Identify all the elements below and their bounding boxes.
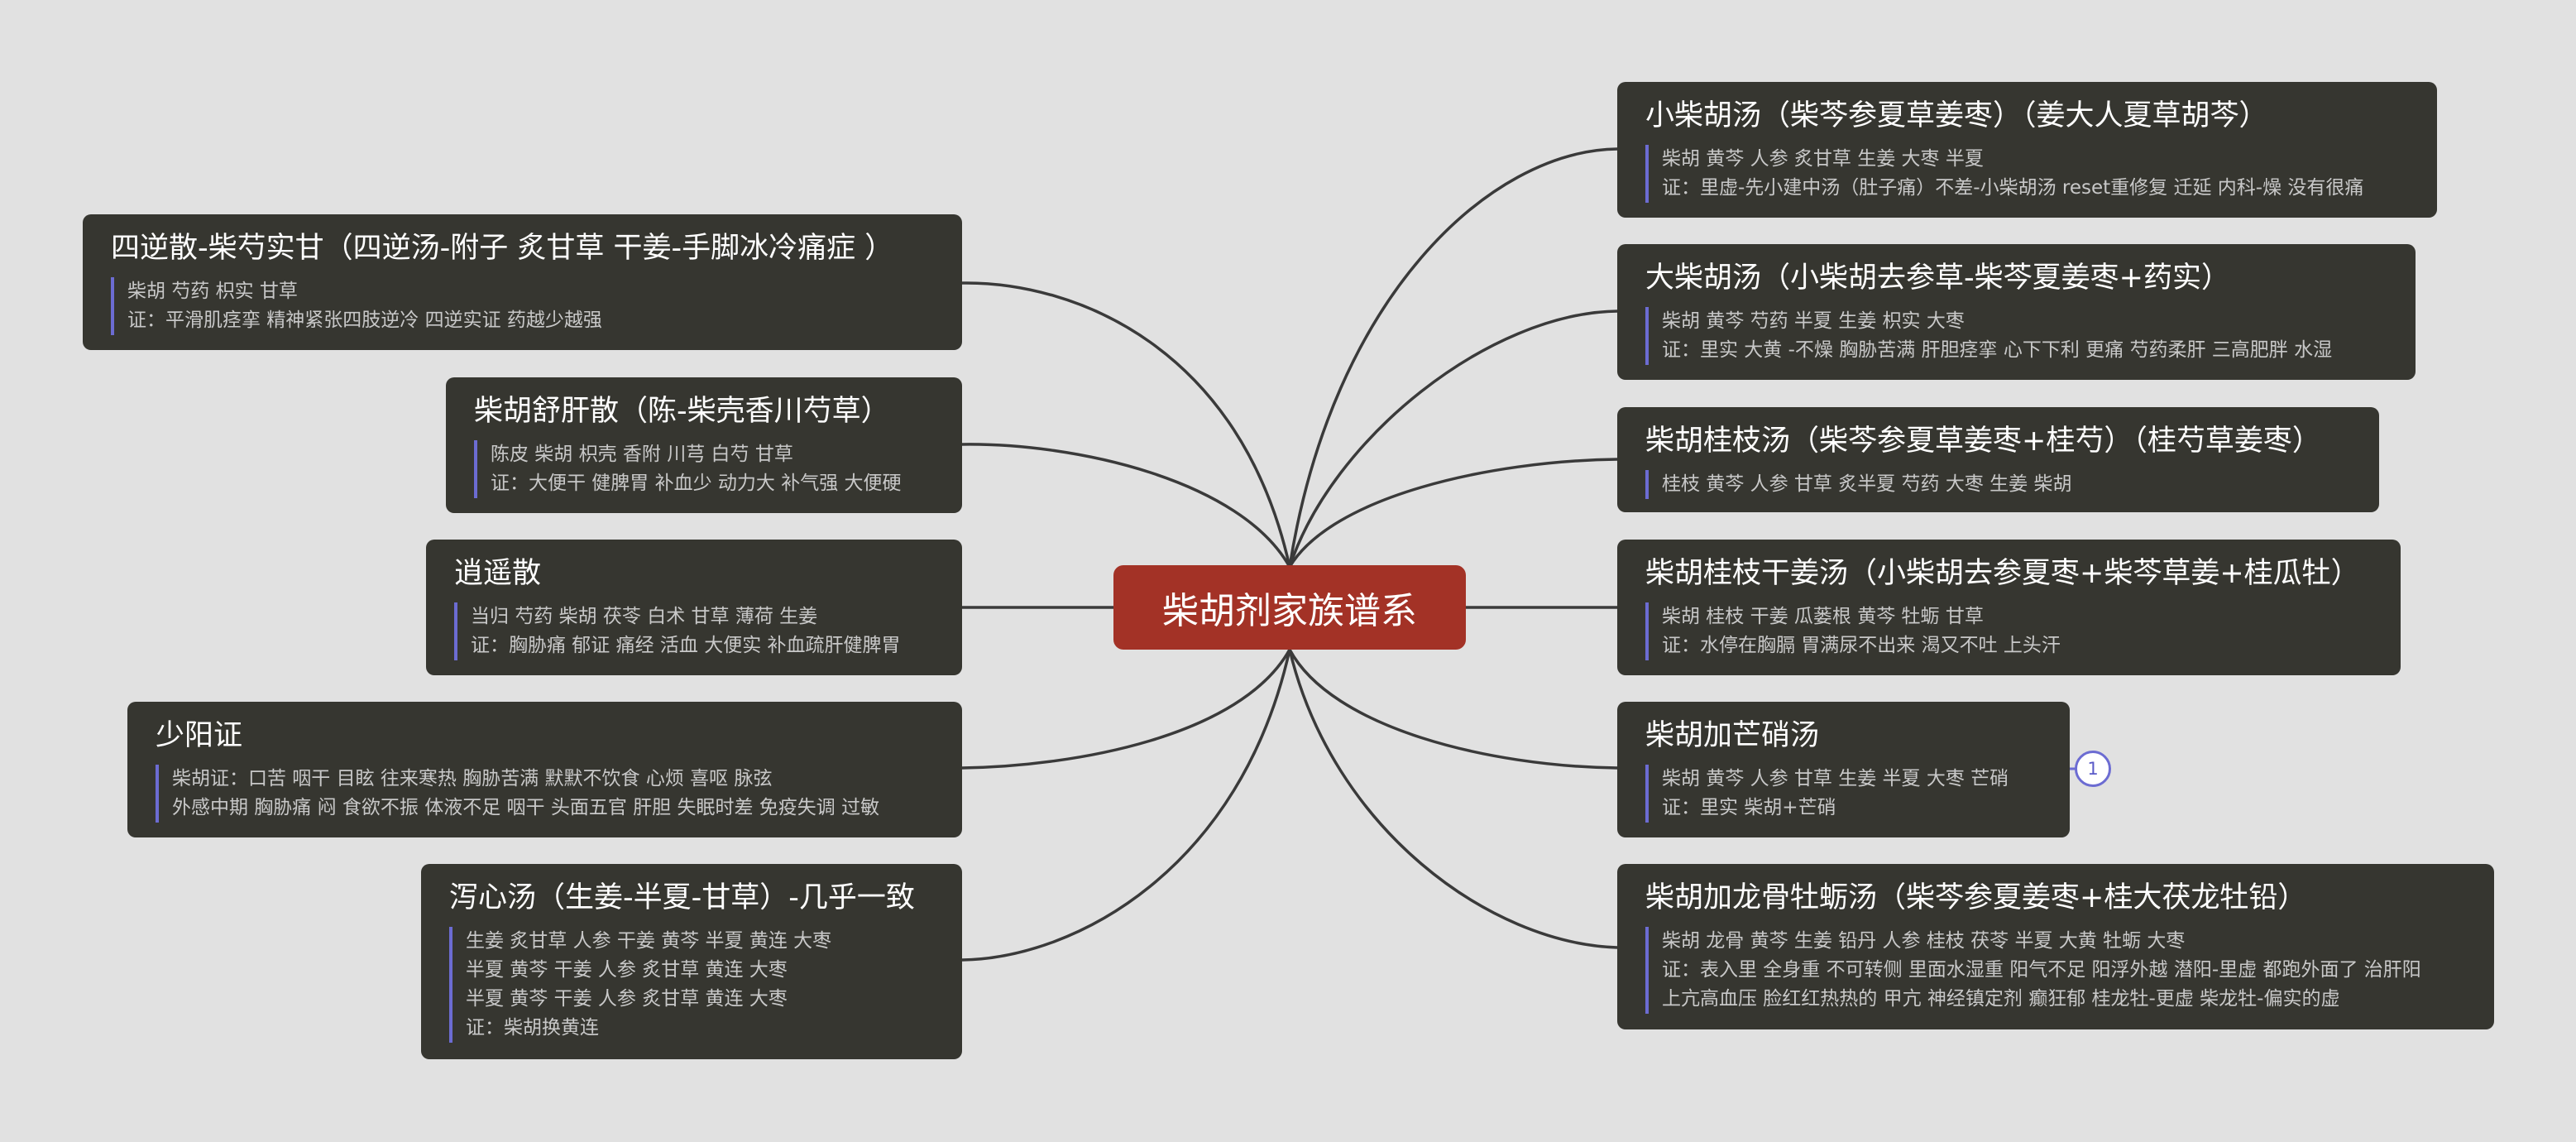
topic-title: 柴胡桂枝汤（柴芩参夏草姜枣+桂芍）（桂芍草姜枣） [1645,425,2321,458]
topic-details: 柴胡 黄芩 人参 甘草 生姜 半夏 大枣 芒硝 证：里实 柴胡+芒硝 [1645,765,2045,823]
connector-left-2 [961,443,1291,568]
topic-title: 少阳证 [156,719,243,752]
topic-detail-line: 柴胡 黄芩 人参 炙甘草 生姜 大枣 半夏 [1662,148,1984,170]
connector-left-5 [961,649,1291,962]
topic-details: 柴胡 桂枝 干姜 瓜蒌根 黄芩 牡蛎 甘草 证：水停在胸膈 胃满尿不出来 渴又不… [1645,602,2376,660]
topic-detail-line: 柴胡 桂枝 干姜 瓜蒌根 黄芩 牡蛎 甘草 [1662,606,1984,627]
central-topic-label: 柴胡剂家族谱系 [1162,590,1417,632]
topic-detail-line: 桂枝 黄芩 人参 甘草 炙半夏 芍药 大枣 生姜 柴胡 [1662,473,2072,495]
topic-details: 柴胡 芍药 枳实 甘草 证：平滑肌痉挛 精神紧张四肢逆冷 四逆实证 药越少越强 [111,277,937,335]
topic-details: 陈皮 柴胡 枳壳 香附 川芎 白芍 甘草 证：大便干 健脾胃 补血少 动力大 补… [474,440,937,498]
connector-right-2 [1288,309,1618,568]
collapsed-children-badge[interactable]: 1 [2075,751,2111,787]
connector-right-1 [1288,147,1618,568]
central-topic[interactable]: 柴胡剂家族谱系 [1113,565,1466,650]
topic-detail-line: 柴胡 龙骨 黄芩 生姜 铅丹 人参 桂枝 茯苓 半夏 大黄 牡蛎 大枣 [1662,930,2186,952]
topic-chaihu-jia-mangxiao-tang[interactable]: 柴胡加芒硝汤 柴胡 黄芩 人参 甘草 生姜 半夏 大枣 芒硝 证：里实 柴胡+芒… [1617,702,2070,837]
topic-detail-line: 证：柴胡换黄连 [466,1017,599,1039]
topic-detail-line: 证：水停在胸膈 胃满尿不出来 渴又不吐 上头汗 [1662,635,2061,656]
topic-title: 逍遥散 [454,557,542,590]
connector-right-6 [1288,649,1618,949]
connector-right-3 [1288,458,1618,568]
topic-chaihu-guizhi-tang[interactable]: 柴胡桂枝汤（柴芩参夏草姜枣+桂芍）（桂芍草姜枣） 桂枝 黄芩 人参 甘草 炙半夏… [1617,407,2379,512]
topic-detail-line: 证：里虚-先小建中汤（肚子痛）不差-小柴胡汤 reset重修复 迁延 内科-燥 … [1662,177,2364,199]
topic-detail-line: 证：大便干 健脾胃 补血少 动力大 补气强 大便硬 [491,473,902,494]
topic-detail-line: 上亢高血压 脸红红热热的 甲亢 神经镇定剂 癫狂郁 桂龙牡-更虚 柴龙牡-偏实的… [1662,988,2340,1010]
topic-detail-line: 柴胡 黄芩 人参 甘草 生姜 半夏 大枣 芒硝 [1662,768,2009,789]
topic-details: 桂枝 黄芩 人参 甘草 炙半夏 芍药 大枣 生姜 柴胡 [1645,470,2354,499]
topic-detail-line: 柴胡证：口苦 咽干 目眩 往来寒热 胸胁苦满 默默不饮食 心烦 喜呕 脉弦 [172,768,773,789]
topic-title: 柴胡加芒硝汤 [1645,719,1820,752]
topic-detail-line: 陈皮 柴胡 枳壳 香附 川芎 白芍 甘草 [491,444,793,465]
topic-xiaoyao-san[interactable]: 逍遥散 当归 芍药 柴胡 茯苓 白术 甘草 薄荷 生姜 证：胸胁痛 郁证 痛经 … [426,540,962,675]
topic-title: 大柴胡汤（小柴胡去参草-柴芩夏姜枣+药实） [1645,262,2230,295]
topic-detail-line: 证：里实 大黄 -不燥 胸胁苦满 肝胆痉挛 心下下利 更痛 芍药柔肝 三高肥胖 … [1662,339,2333,361]
topic-details: 柴胡 黄芩 芍药 半夏 生姜 枳实 大枣 证：里实 大黄 -不燥 胸胁苦满 肝胆… [1645,307,2391,365]
topic-xiexin-tang[interactable]: 泻心汤（生姜-半夏-甘草）-几乎一致 生姜 炙甘草 人参 干姜 黄芩 半夏 黄连… [421,864,962,1059]
topic-da-chaihu-tang[interactable]: 大柴胡汤（小柴胡去参草-柴芩夏姜枣+药实） 柴胡 黄芩 芍药 半夏 生姜 枳实 … [1617,244,2416,380]
connector-right-5 [1288,649,1618,770]
topic-title: 四逆散-柴芍实甘（四逆汤-附子 炙甘草 干姜-手脚冰冷痛症 ） [111,232,894,265]
topic-detail-line: 证：平滑肌痉挛 精神紧张四肢逆冷 四逆实证 药越少越强 [127,309,602,331]
topic-chaihu-shugan-san[interactable]: 柴胡舒肝散（陈-柴壳香川芍草） 陈皮 柴胡 枳壳 香附 川芎 白芍 甘草 证：大… [446,377,962,513]
topic-detail-line: 柴胡 黄芩 芍药 半夏 生姜 枳实 大枣 [1662,310,1965,332]
topic-detail-line: 生姜 炙甘草 人参 干姜 黄芩 半夏 黄连 大枣 [466,930,832,952]
topic-chaihu-jia-longgu-muli-tang[interactable]: 柴胡加龙骨牡蛎汤（柴芩参夏姜枣+桂大茯龙牡铅） 柴胡 龙骨 黄芩 生姜 铅丹 人… [1617,864,2494,1029]
topic-detail-line: 当归 芍药 柴胡 茯苓 白术 甘草 薄荷 生姜 [471,606,818,627]
topic-title: 柴胡桂枝干姜汤（小柴胡去参夏枣+柴芩草姜+桂瓜牡） [1645,557,2360,590]
topic-title: 小柴胡汤（柴芩参夏草姜枣）（姜大人夏草胡芩） [1645,99,2268,132]
topic-title: 柴胡加龙骨牡蛎汤（柴芩参夏姜枣+桂大茯龙牡铅） [1645,881,2307,914]
topic-detail-line: 证：表入里 全身重 不可转侧 里面水湿重 阳气不足 阳浮外越 潜阳-里虚 都跑外… [1662,959,2421,981]
topic-details: 柴胡证：口苦 咽干 目眩 往来寒热 胸胁苦满 默默不饮食 心烦 喜呕 脉弦 外感… [156,765,937,823]
collapsed-count: 1 [2087,759,2099,779]
connector-left-4 [961,649,1291,770]
topic-detail-line: 半夏 黄芩 干姜 人参 炙甘草 黄连 大枣 [466,988,788,1010]
topic-details: 柴胡 龙骨 黄芩 生姜 铅丹 人参 桂枝 茯苓 半夏 大黄 牡蛎 大枣 证：表入… [1645,927,2469,1014]
topic-detail-line: 柴胡 芍药 枳实 甘草 [127,281,298,302]
topic-detail-line: 证：里实 柴胡+芒硝 [1662,797,1836,818]
topic-detail-line: 证：胸胁痛 郁证 痛经 活血 大便实 补血疏肝健脾胃 [471,635,901,656]
topic-details: 生姜 炙甘草 人参 干姜 黄芩 半夏 黄连 大枣 半夏 黄芩 干姜 人参 炙甘草… [449,927,937,1043]
topic-title: 柴胡舒肝散（陈-柴壳香川芍草） [474,395,890,428]
topic-detail-line: 外感中期 胸胁痛 闷 食欲不振 体液不足 咽干 头面五官 肝胆 失眠时差 免疫失… [172,797,880,818]
topic-chaihu-guizhi-ganjiang-tang[interactable]: 柴胡桂枝干姜汤（小柴胡去参夏枣+柴芩草姜+桂瓜牡） 柴胡 桂枝 干姜 瓜蒌根 黄… [1617,540,2401,675]
topic-details: 柴胡 黄芩 人参 炙甘草 生姜 大枣 半夏 证：里虚-先小建中汤（肚子痛）不差-… [1645,145,2412,203]
topic-si-ni-san[interactable]: 四逆散-柴芍实甘（四逆汤-附子 炙甘草 干姜-手脚冰冷痛症 ） 柴胡 芍药 枳实… [83,214,962,350]
topic-details: 当归 芍药 柴胡 茯苓 白术 甘草 薄荷 生姜 证：胸胁痛 郁证 痛经 活血 大… [454,602,937,660]
topic-detail-line: 半夏 黄芩 干姜 人参 炙甘草 黄连 大枣 [466,959,788,981]
topic-xiao-chaihu-tang[interactable]: 小柴胡汤（柴芩参夏草姜枣）（姜大人夏草胡芩） 柴胡 黄芩 人参 炙甘草 生姜 大… [1617,82,2437,218]
connector-left-1 [961,281,1291,568]
topic-shaoyang-zheng[interactable]: 少阳证 柴胡证：口苦 咽干 目眩 往来寒热 胸胁苦满 默默不饮食 心烦 喜呕 脉… [127,702,962,837]
topic-title: 泻心汤（生姜-半夏-甘草）-几乎一致 [449,881,915,914]
